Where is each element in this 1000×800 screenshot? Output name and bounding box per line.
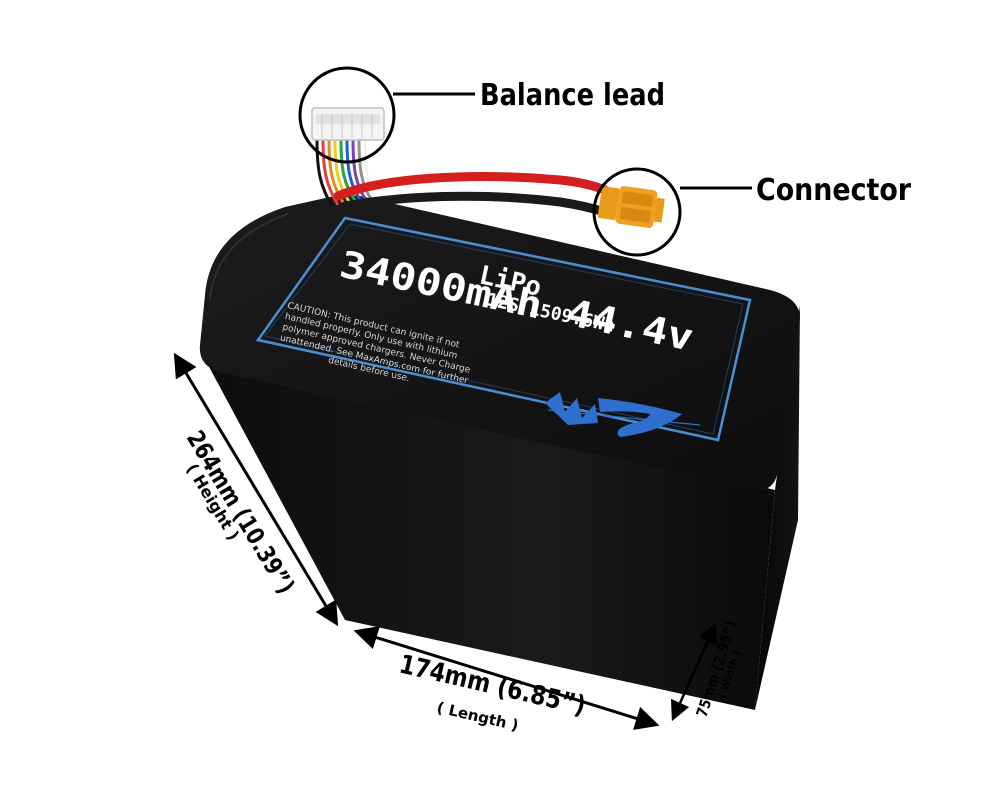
connector-callout: Connector [756,173,911,208]
label-border [255,216,752,442]
battery-side-face [200,350,775,710]
connector-callout-circle [592,167,682,257]
length-dimension-arrow [353,626,660,730]
brand-logo-icon [545,392,701,437]
main-wire-black [340,191,610,217]
height-dimension-arrow [173,352,339,627]
battery-end-face [755,305,800,710]
main-wire-red [333,172,610,201]
balance-plug-icon [311,107,385,141]
width-dimension-arrow [670,622,718,722]
connector-plug-icon [597,186,665,228]
balance-lead-callout-circle [298,66,396,164]
balance-lead-callout: Balance lead [480,78,665,113]
